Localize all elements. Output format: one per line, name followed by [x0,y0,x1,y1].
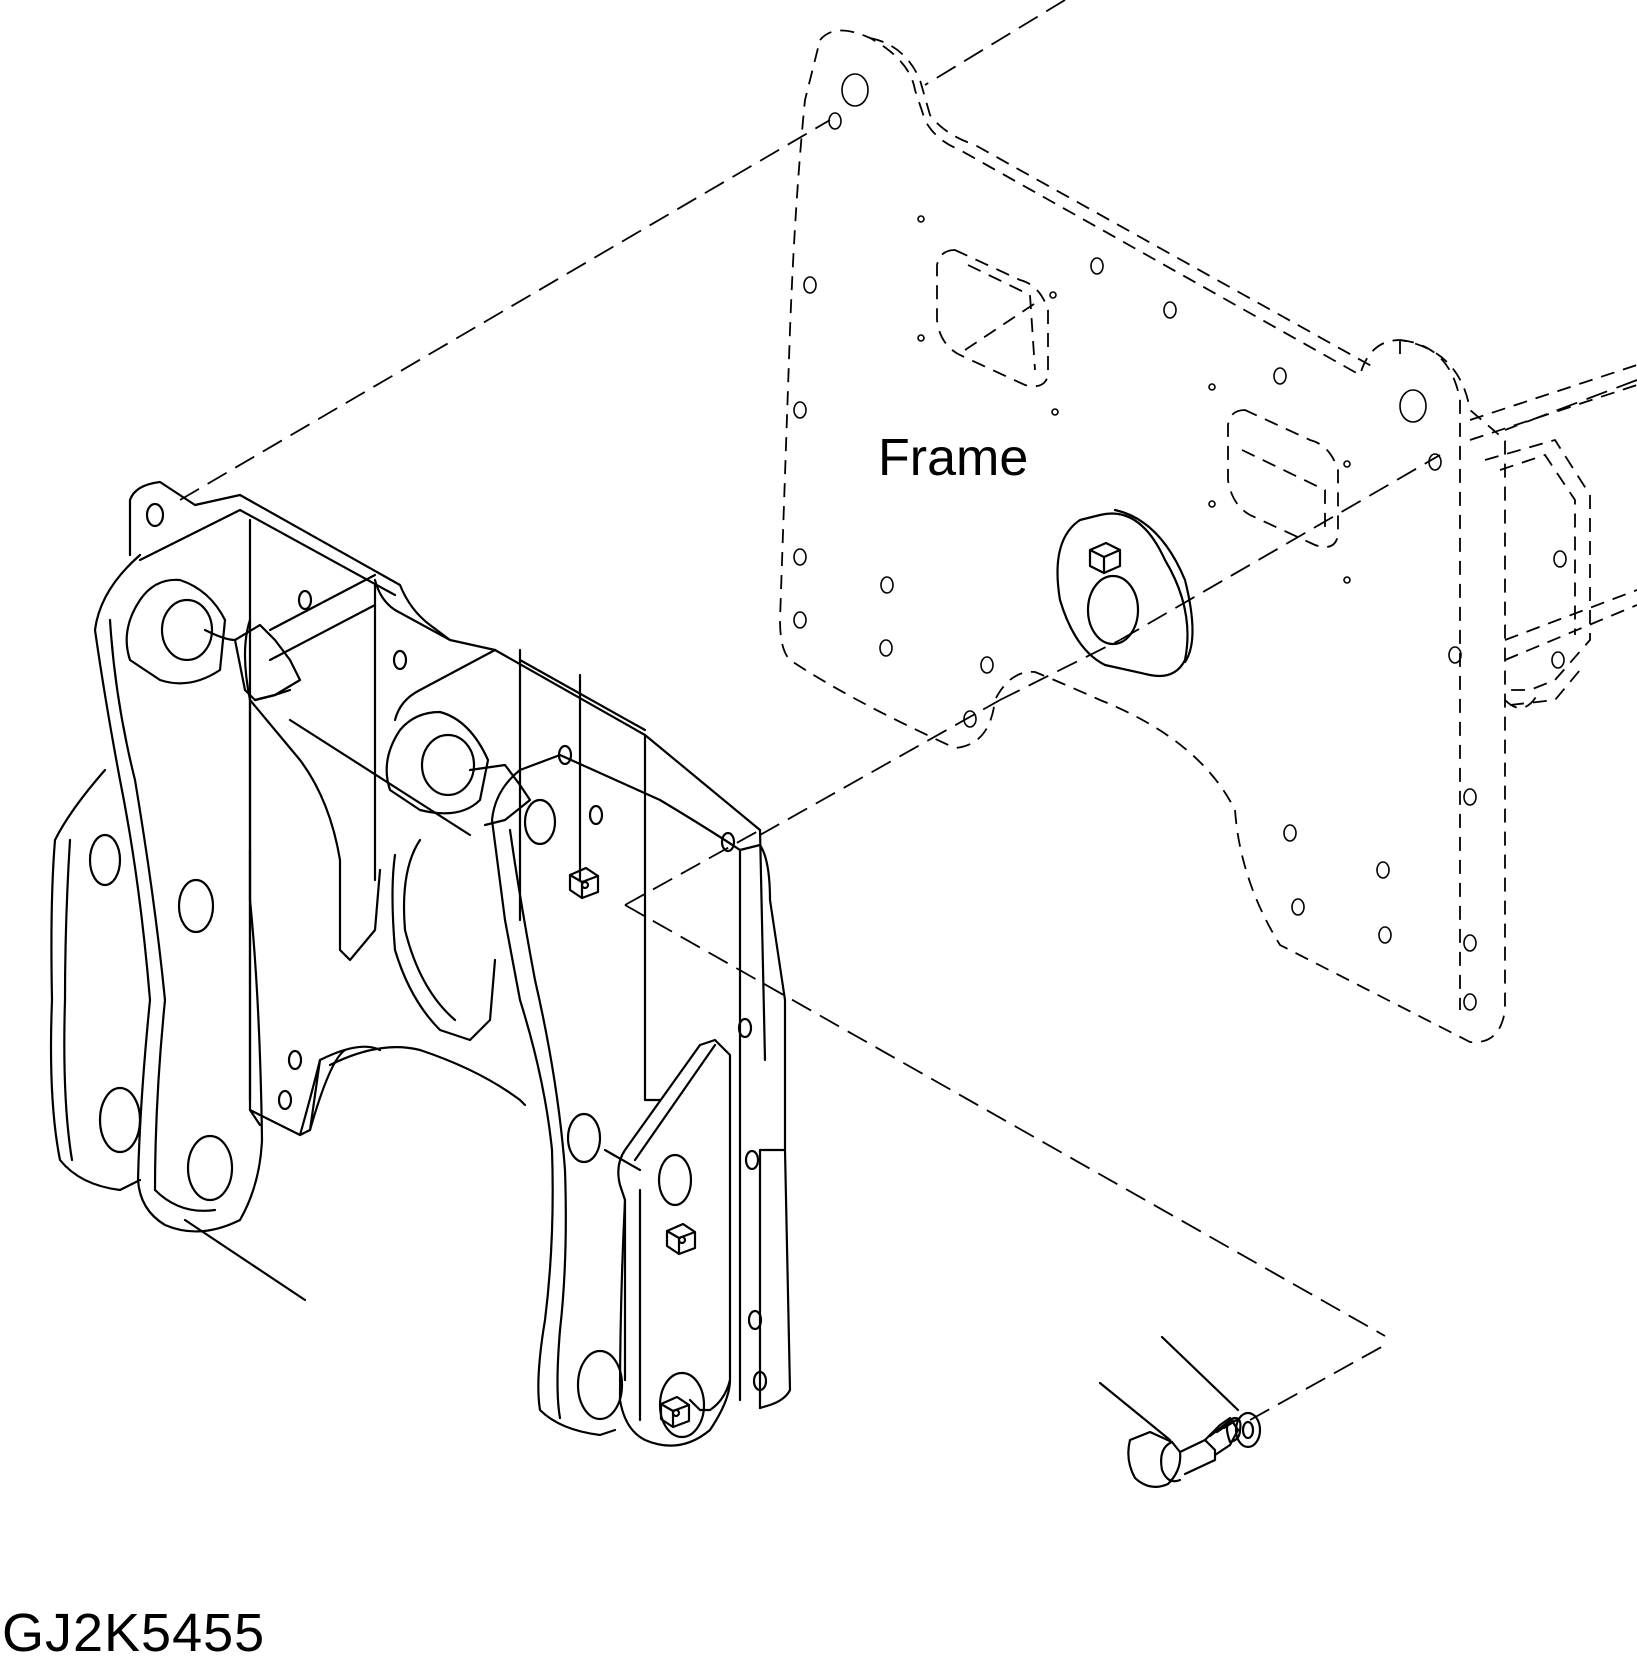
mount-bracket-icon [49,480,792,1447]
frame-label: Frame [878,429,1029,487]
frame-plate-icon [779,0,1637,1044]
washer-icon [1160,1335,1262,1449]
alignment-lines [179,119,1441,1421]
figure-code: GJ2K5455 [2,1603,266,1663]
bolt-icon [1098,1381,1242,1489]
